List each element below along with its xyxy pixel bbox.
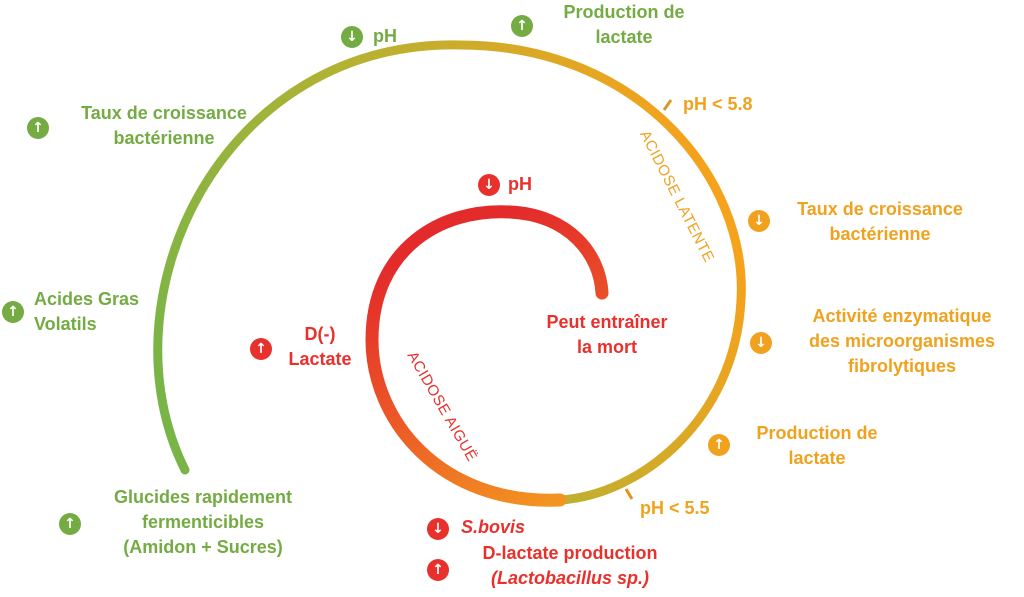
growth-rate-orange-label: Taux de croissance bactérienne bbox=[797, 199, 963, 244]
outer-arc bbox=[153, 40, 746, 505]
lactate-production-top-label: Production de lactate bbox=[563, 2, 685, 47]
arrow-up-icon: ↑ bbox=[250, 338, 272, 360]
arrow-up-icon: ↑ bbox=[511, 15, 533, 37]
arrow-up-icon: ↑ bbox=[59, 513, 81, 535]
d-lactate-production-label: D-lactate production (Lactobacillus sp.) bbox=[482, 543, 658, 588]
lactate-production-orange-label: Production de lactate bbox=[756, 423, 878, 468]
arrow-up-icon: ↑ bbox=[708, 434, 730, 456]
threshold-tick-latent bbox=[662, 99, 673, 111]
threshold-tick-acute bbox=[624, 488, 634, 500]
volatile-fatty-acids-label: Acides Gras Volatils bbox=[34, 289, 140, 334]
arrow-down-icon: ↓ bbox=[341, 26, 363, 48]
threshold-latent-label: pH < 5.8 bbox=[683, 94, 753, 114]
outcome-label: Peut entraîner la mort bbox=[546, 312, 668, 357]
inner-arc bbox=[365, 205, 609, 507]
arrow-down-icon: ↓ bbox=[748, 210, 770, 232]
ph-inner-label: pH bbox=[508, 174, 532, 194]
arrow-up-icon: ↑ bbox=[2, 301, 24, 323]
rapid-carbs-label: Glucides rapidement fermenticibles (Amid… bbox=[113, 487, 293, 557]
arrow-down-icon: ↓ bbox=[427, 518, 449, 540]
threshold-acute-label: pH < 5.5 bbox=[640, 498, 710, 518]
fibrolytic-activity-label: Activité enzymatique des microorganismes… bbox=[808, 306, 996, 376]
arrow-down-icon: ↓ bbox=[750, 332, 772, 354]
ph-outer-label: pH bbox=[373, 26, 397, 46]
arrow-down-icon: ↓ bbox=[478, 174, 500, 196]
growth-rate-green-label: Taux de croissance bactérienne bbox=[81, 103, 247, 148]
d-lactate-label: D(-) Lactate bbox=[288, 324, 352, 369]
arrow-up-icon: ↑ bbox=[27, 117, 49, 139]
arrow-up-icon: ↑ bbox=[427, 559, 449, 581]
s-bovis-label: S.bovis bbox=[461, 517, 526, 537]
